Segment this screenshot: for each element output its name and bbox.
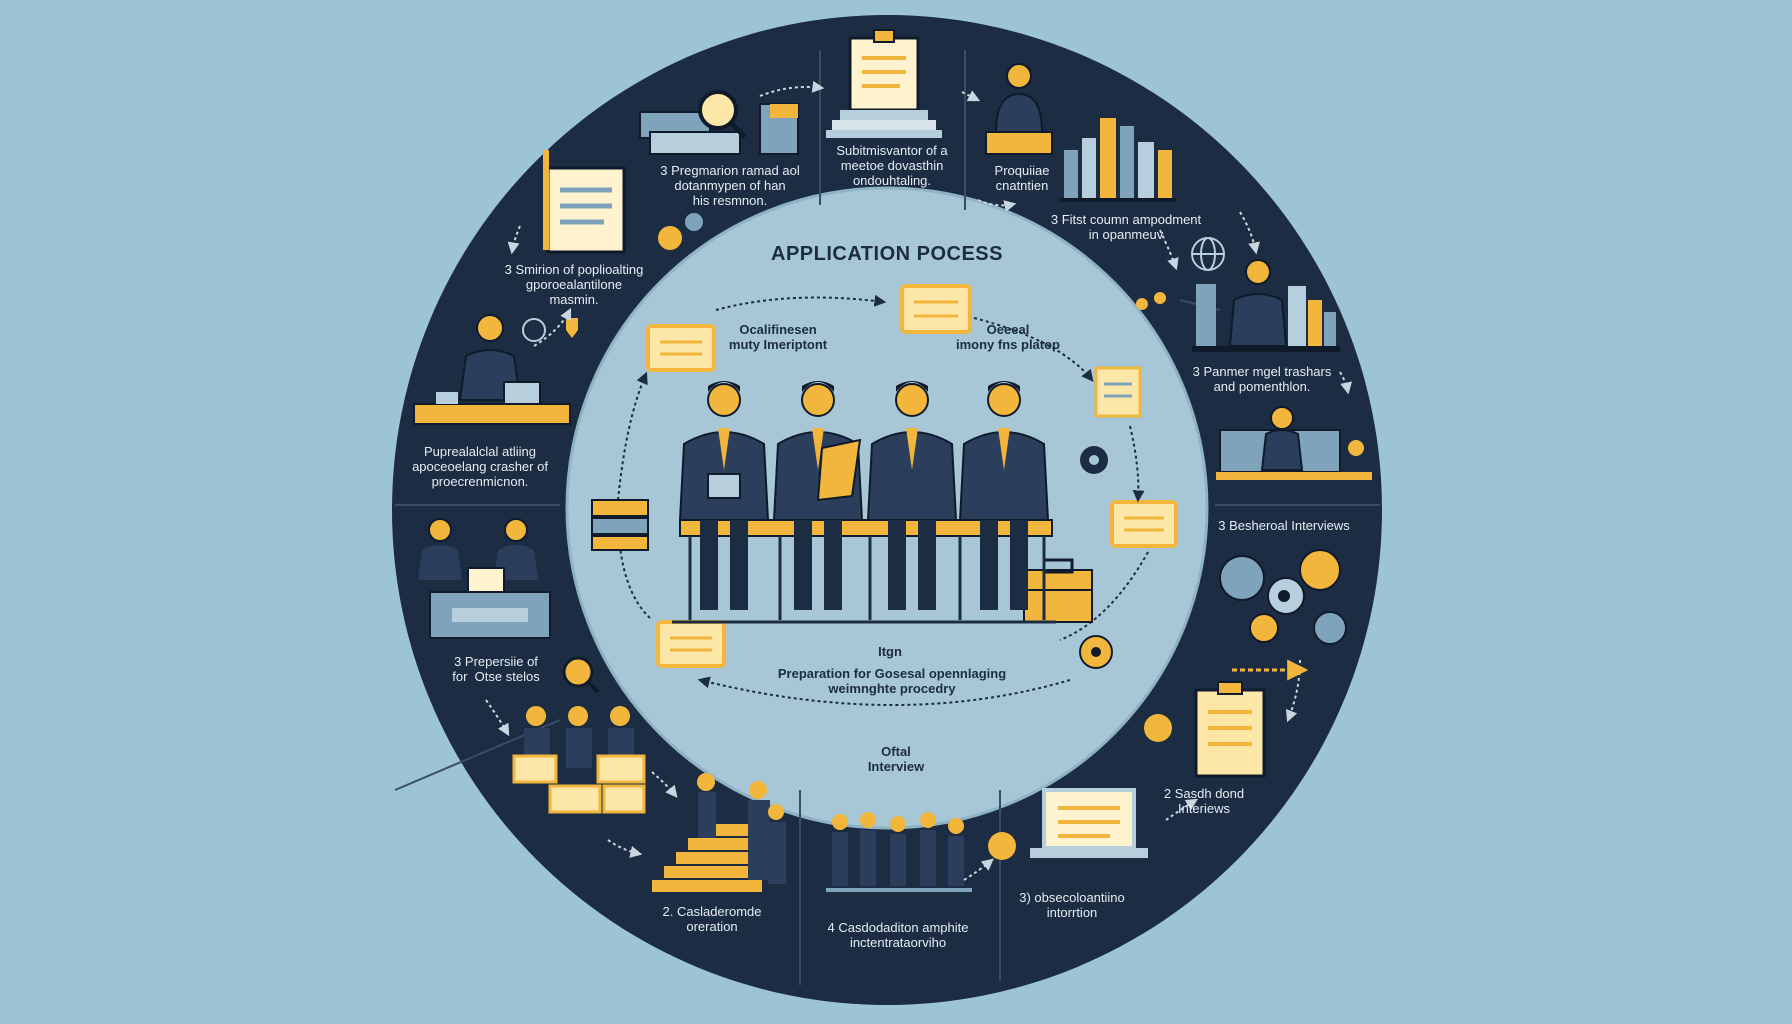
ring-label: 3 Panmer mgel trashars and pomenthlon. [1192, 364, 1332, 394]
ring-label: Puprealalclal atliing apoceoelang crashe… [412, 444, 548, 489]
person-at-desk-icon [985, 63, 1053, 155]
armchair-person-icon [1216, 406, 1372, 480]
interview-desk-icon [418, 518, 551, 639]
file-cabinet-icon [591, 499, 649, 551]
diagram-title: APPLICATION POCESS [771, 243, 1003, 265]
candidate-1 [678, 381, 770, 610]
inner-label: Oftal Interview [867, 744, 925, 774]
candidate-2 [772, 381, 864, 610]
globe-icon [1191, 237, 1225, 271]
ring-label: 3) obsecoloantiino intorrtion [1019, 890, 1125, 920]
ring-label: 2. Casladeromde oreration [662, 904, 762, 934]
clipboard-checklist-icon [1144, 681, 1266, 778]
stairs-icon [652, 773, 786, 892]
ring-label: 2 Sasdh dond Interiews [1163, 786, 1245, 816]
inner-label: Preparation for Gosesal opennlaging weim… [777, 666, 1007, 696]
gears-icon [1219, 549, 1347, 645]
laptop-icon [988, 788, 1148, 860]
ring-label: Proquiiae cnatntien [994, 163, 1050, 193]
inner-label: Ocalifinesen muty Imeriptont [728, 322, 828, 352]
small-gear-icon [1079, 446, 1113, 669]
magnifier-icon [639, 90, 799, 155]
briefcase-icon [1023, 558, 1093, 623]
ring-label: 3 Fitst coumn ampodment in opanmeuv [1050, 212, 1202, 242]
speech-bubbles [646, 284, 1178, 668]
clipboard-icon [826, 29, 942, 138]
document-icon [543, 150, 703, 254]
candidate-4 [958, 381, 1050, 610]
bookshelf-icon [1060, 118, 1176, 202]
ring-label: 3 Prepersiie of for Otse stelos [452, 654, 540, 684]
ring-label: 4 Casdodaditon amphite inctentrataorviho [827, 920, 969, 950]
person-with-books-icon [1136, 259, 1340, 352]
small-magnifier-icon [562, 656, 600, 694]
candidate-3 [866, 381, 958, 610]
walking-people-icon [826, 812, 972, 892]
ring-arrows [485, 80, 1352, 881]
inner-circle-rim [565, 186, 1209, 830]
ring-label: Subitmisvantor of a meetoe dovasthin ond… [836, 143, 948, 188]
ring-label: 3 Pregmarion ramad aol dotanmypen of han… [660, 163, 800, 208]
inner-label: Itgn [878, 644, 902, 659]
presenter-icon [413, 314, 578, 425]
bench [672, 519, 1056, 624]
team-with-boxes-icon [512, 706, 646, 814]
ring-label: 3 Besheroal Interviews [1218, 518, 1350, 533]
inner-label: Oeeeal imony fns platop [956, 322, 1060, 352]
ring-label: 3 Smirion of poplioalting gporoealantilo… [504, 262, 644, 307]
